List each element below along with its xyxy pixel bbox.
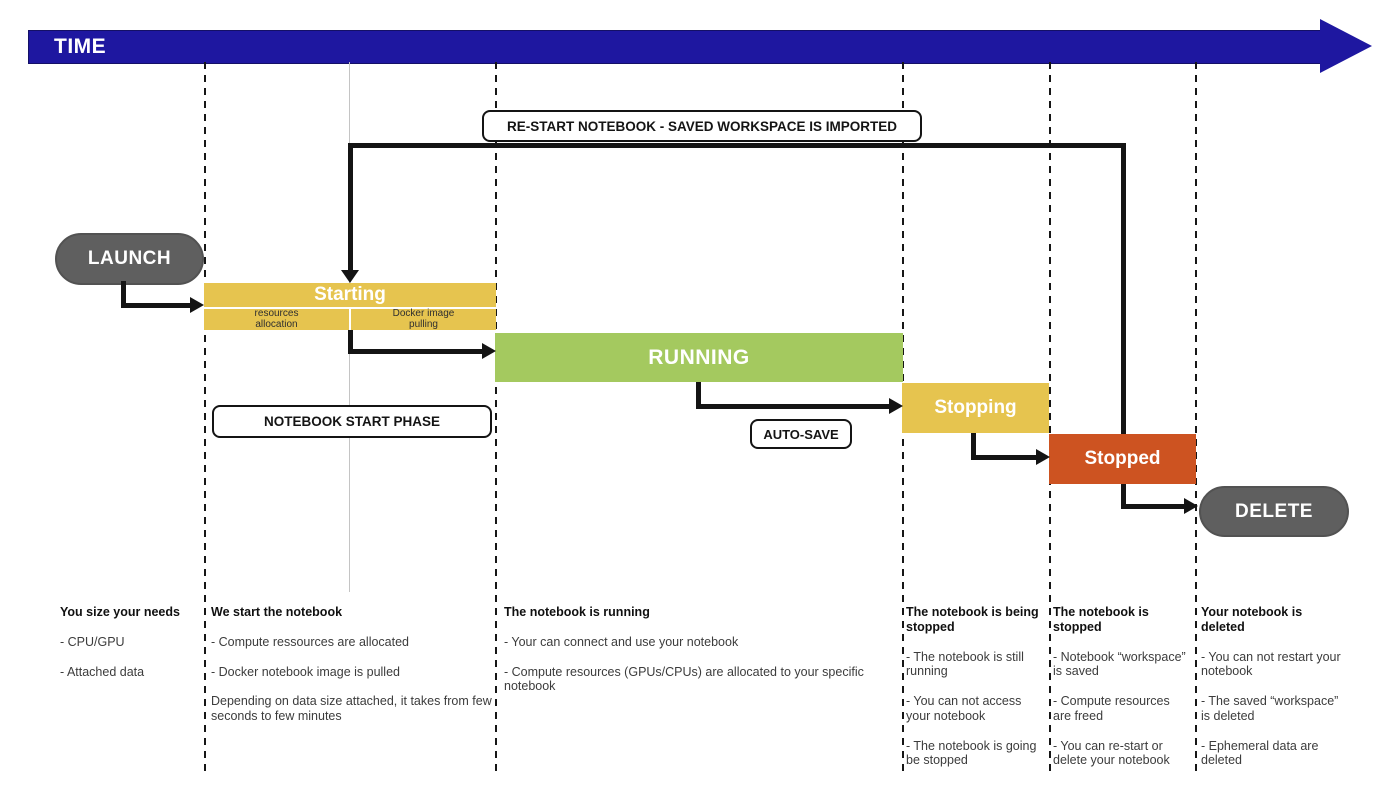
delete-arrowhead-icon	[1184, 498, 1198, 514]
launch-arrowhead-icon	[190, 297, 204, 313]
starting-running-arrowhead-icon	[482, 343, 496, 359]
column-item: - Compute resources are freed	[1053, 694, 1170, 723]
notebook-start-phase-label: NOTEBOOK START PHASE	[263, 414, 440, 429]
phase-description-running: The notebook is running - Your can conne…	[504, 605, 876, 694]
column-item: - Your can connect and use your notebook	[504, 634, 739, 649]
phase-description-size-needs: You size your needs - CPU/GPU - Attached…	[60, 605, 205, 679]
restart-arrowhead-icon	[341, 270, 359, 283]
starting-label: Starting	[314, 284, 386, 305]
phase-description-deleted: Your notebook is deleted - You can not r…	[1201, 605, 1341, 768]
running-stopping-arrow-horizontal	[696, 404, 891, 409]
column-heading: We start the notebook	[211, 605, 343, 619]
restart-label: RE-START NOTEBOOK - SAVED WORKSPACE IS I…	[506, 118, 897, 134]
column-heading: The notebook is stopped	[1053, 605, 1149, 634]
restart-arrow-vertical-left	[348, 143, 353, 273]
column-item: - CPU/GPU	[60, 634, 125, 649]
column-heading: Your notebook is deleted	[1201, 605, 1303, 634]
phase-divider-line	[1049, 62, 1051, 772]
delete-node: DELETE	[1199, 486, 1349, 537]
starting-substep-docker: Docker image pulling	[392, 308, 455, 330]
stopping-stopped-arrow-vertical	[971, 433, 976, 460]
stopping-label: Stopping	[934, 397, 1017, 418]
column-item: - Compute ressources are allocated	[211, 634, 410, 649]
column-item: - You can not access your notebook	[906, 694, 1022, 723]
column-item: - Notebook “workspace” is saved	[1053, 649, 1186, 679]
time-axis-arrowhead-icon	[1320, 19, 1372, 73]
column-item: Depending on data size attached, it take…	[211, 694, 492, 723]
column-item: - Docker notebook image is pulled	[211, 664, 400, 679]
column-heading: You size your needs	[60, 605, 180, 619]
launch-node: LAUNCH	[55, 233, 204, 285]
restart-arrow-vertical-right	[1121, 143, 1126, 509]
stopping-stopped-arrowhead-icon	[1036, 449, 1050, 465]
column-heading: The notebook is running	[504, 605, 650, 619]
column-item: - You can re-start or delete your notebo…	[1053, 738, 1170, 768]
time-axis: TIME	[28, 30, 1324, 64]
running-label: RUNNING	[648, 345, 750, 369]
auto-save-label: AUTO-SAVE	[763, 426, 839, 442]
phase-divider-line	[204, 62, 206, 772]
stopped-label: Stopped	[1084, 448, 1161, 469]
stopped-phase-bar: Stopped	[1049, 434, 1196, 484]
column-item: - The notebook is going be stopped	[906, 738, 1037, 768]
running-stopping-arrowhead-icon	[889, 398, 903, 414]
starting-substeps: resources allocation Docker image pullin…	[204, 307, 496, 330]
starting-phase-bar: Starting resources allocation Docker ima…	[204, 283, 496, 330]
column-item: - Ephemeral data are deleted	[1201, 738, 1319, 768]
delete-arrow-horizontal	[1121, 504, 1187, 509]
notebook-start-phase-label-box: NOTEBOOK START PHASE	[212, 405, 492, 438]
phase-description-being-stopped: The notebook is being stopped - The note…	[906, 605, 1046, 768]
running-stopping-arrow-vertical	[696, 382, 701, 409]
auto-save-label-box: AUTO-SAVE	[750, 419, 852, 449]
column-item: - The saved “workspace” is deleted	[1201, 694, 1339, 723]
column-heading: The notebook is being stopped	[906, 605, 1039, 634]
column-item: - The notebook is still running	[906, 649, 1024, 679]
stopping-stopped-arrow-horizontal	[971, 455, 1038, 460]
running-phase-bar: RUNNING	[495, 333, 903, 382]
delete-label: DELETE	[1235, 500, 1313, 522]
column-item: - Compute resources (GPUs/CPUs) are allo…	[504, 664, 864, 694]
launch-arrow-horizontal	[121, 303, 192, 308]
column-item: - Attached data	[60, 664, 145, 679]
phase-divider-line	[1195, 62, 1197, 772]
starting-substep-resources: resources allocation	[204, 308, 351, 330]
restart-label-box: RE-START NOTEBOOK - SAVED WORKSPACE IS I…	[482, 110, 922, 142]
starting-running-arrow-vertical	[348, 330, 353, 354]
launch-arrow-vertical	[121, 281, 126, 308]
stopping-phase-bar: Stopping	[902, 383, 1049, 433]
phase-divider-line	[495, 62, 497, 772]
phase-description-start: We start the notebook - Compute ressourc…	[211, 605, 493, 724]
starting-running-arrow-horizontal	[348, 349, 484, 354]
phase-description-stopped: The notebook is stopped - Notebook “work…	[1053, 605, 1190, 768]
launch-label: LAUNCH	[87, 248, 172, 269]
column-item: - You can not restart your notebook	[1201, 649, 1341, 679]
restart-arrow-horizontal	[348, 143, 1126, 148]
time-axis-label: TIME	[54, 35, 107, 58]
